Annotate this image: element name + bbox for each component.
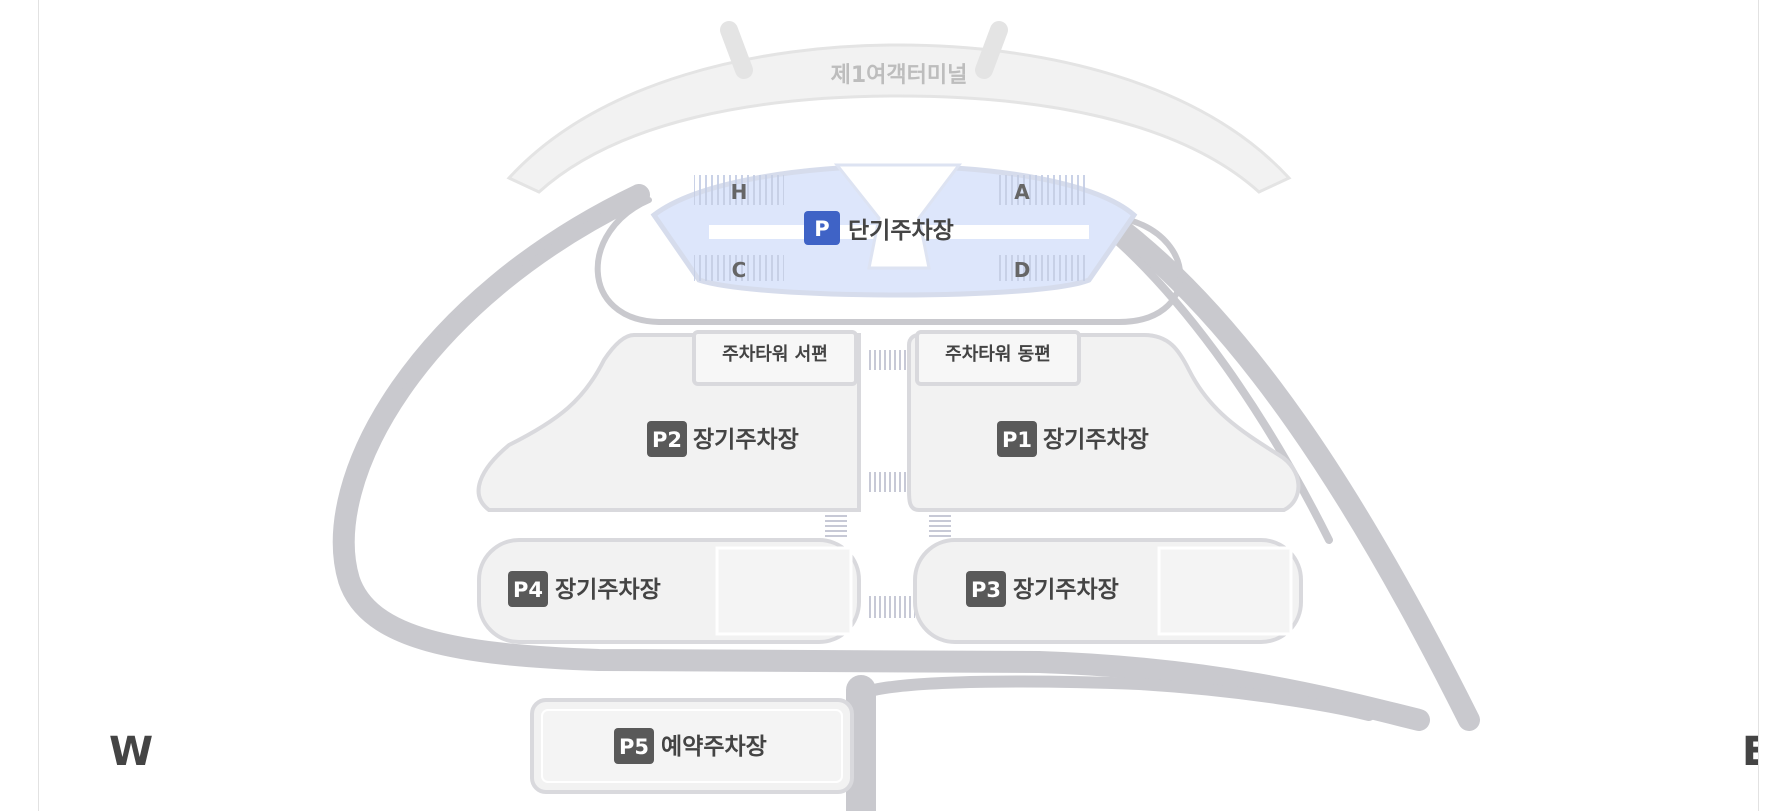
tower-east-label: 주차타워 동편 bbox=[945, 343, 1051, 365]
compass-east: E bbox=[1742, 729, 1759, 775]
p3-label: 장기주차장 bbox=[1013, 577, 1119, 603]
west-inner-road bbox=[385, 206, 603, 404]
lot-p1[interactable]: 주차타워 동편 P1 장기주차장 bbox=[907, 330, 1301, 512]
p4-label: 장기주차장 bbox=[555, 577, 661, 603]
lot-p3[interactable]: P3 장기주차장 bbox=[913, 538, 1303, 644]
short-term-parking[interactable]: H A C D P 단기주차장 bbox=[650, 163, 1138, 298]
east-ramp-2 bbox=[1095, 221, 1333, 544]
p1-label: 장기주차장 bbox=[1043, 427, 1149, 453]
gate-a-label: A bbox=[1014, 180, 1030, 204]
walkway-connectors bbox=[825, 350, 951, 618]
parking-map: 제1여객터미널 H A C D P 단기주차장 주차타워 서편 P2 장기주차장… bbox=[38, 0, 1759, 811]
p3-badge: P3 bbox=[971, 578, 1001, 602]
east-ramp-1 bbox=[1068, 189, 1480, 731]
tower-west-label: 주차타워 서편 bbox=[722, 343, 828, 365]
p1-badge: P1 bbox=[1002, 428, 1032, 452]
p2-label: 장기주차장 bbox=[693, 427, 799, 453]
short-term-label: 단기주차장 bbox=[848, 218, 954, 244]
lot-p5[interactable]: P5 예약주차장 bbox=[530, 698, 854, 794]
terminal-label: 제1여객터미널 bbox=[831, 63, 968, 88]
lot-p2[interactable]: 주차타워 서편 P2 장기주차장 bbox=[476, 330, 861, 512]
gate-d-label: D bbox=[1014, 258, 1031, 282]
p5-label: 예약주차장 bbox=[661, 734, 767, 760]
loop-under-short-term bbox=[594, 197, 1184, 325]
p5-badge: P5 bbox=[619, 735, 649, 759]
terminal-1: 제1여객터미널 bbox=[506, 21, 1292, 194]
gate-c-label: C bbox=[732, 258, 747, 282]
parking-map-svg: 제1여객터미널 H A C D P 단기주차장 주차타워 서편 P2 장기주차장… bbox=[109, 21, 1759, 811]
south-east-road bbox=[868, 675, 1375, 721]
short-term-badge-text: P bbox=[814, 217, 829, 241]
compass-west: W bbox=[109, 729, 153, 775]
road-network bbox=[332, 184, 1480, 811]
p2-badge: P2 bbox=[652, 428, 682, 452]
p4-badge: P4 bbox=[513, 578, 543, 602]
lot-p4[interactable]: P4 장기주차장 bbox=[477, 538, 861, 644]
short-term-badge bbox=[804, 211, 840, 245]
gate-h-label: H bbox=[731, 180, 748, 204]
